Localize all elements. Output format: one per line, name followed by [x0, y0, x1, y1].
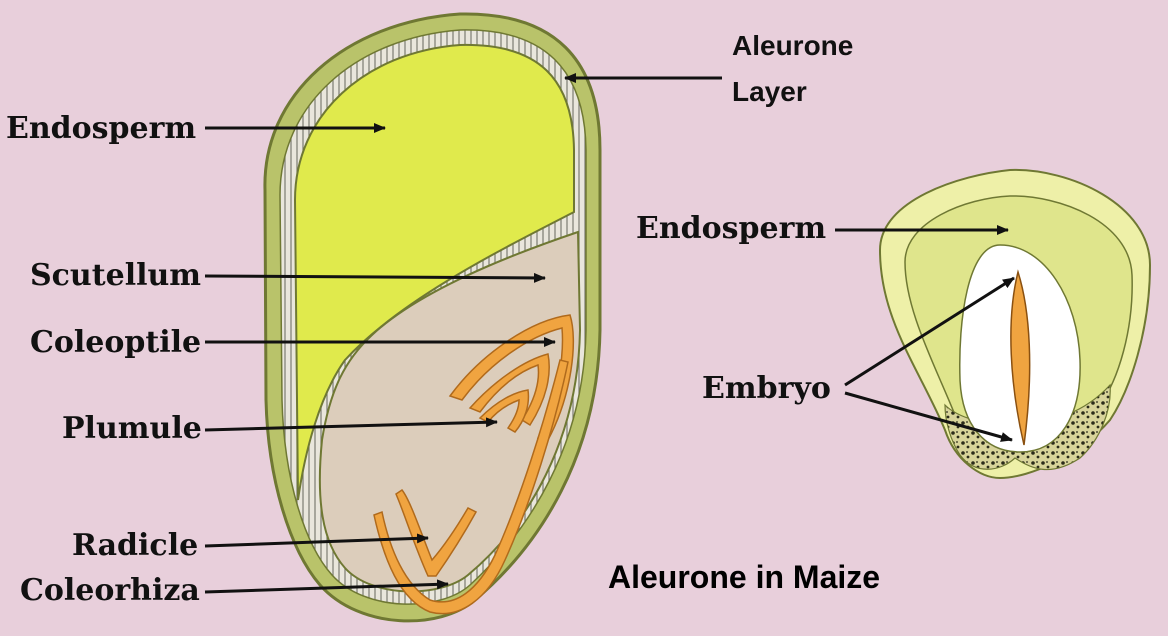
plumule-shape — [478, 389, 530, 433]
endosperm-region — [293, 43, 575, 501]
small-seed-embryo — [1010, 269, 1031, 446]
label-scutellum: Scutellum — [30, 258, 201, 293]
arrow-plumule — [204, 417, 498, 432]
arrow-embryo-lower — [844, 391, 1013, 442]
label-plumule: Plumule — [62, 411, 202, 446]
arrow-coleorhiza — [204, 579, 449, 594]
label-aleurone-line1: Aleurone — [732, 30, 853, 61]
coleorhiza-shape — [373, 359, 569, 615]
coleoptile-inner — [468, 353, 550, 427]
small-maize-seed — [878, 168, 1152, 480]
large-maize-seed — [263, 12, 602, 623]
label-endosperm: Endosperm — [6, 111, 196, 146]
label-coleoptile: Coleoptile — [30, 325, 201, 360]
arrow-radicle — [204, 533, 429, 548]
label-arrows — [204, 73, 1015, 594]
arrow-embryo-upper — [844, 276, 1015, 387]
arrow-scutellum — [204, 272, 546, 283]
labels: Aleurone Layer Endosperm Scutellum Coleo… — [6, 30, 880, 608]
label-small-endosperm: Endosperm — [636, 211, 826, 246]
label-embryo: Embryo — [702, 371, 831, 406]
label-coleorhiza: Coleorhiza — [20, 573, 200, 608]
label-radicle: Radicle — [72, 528, 198, 563]
label-aleurone-line2: Layer — [732, 76, 807, 107]
diagram-title: Aleurone in Maize — [608, 559, 880, 595]
